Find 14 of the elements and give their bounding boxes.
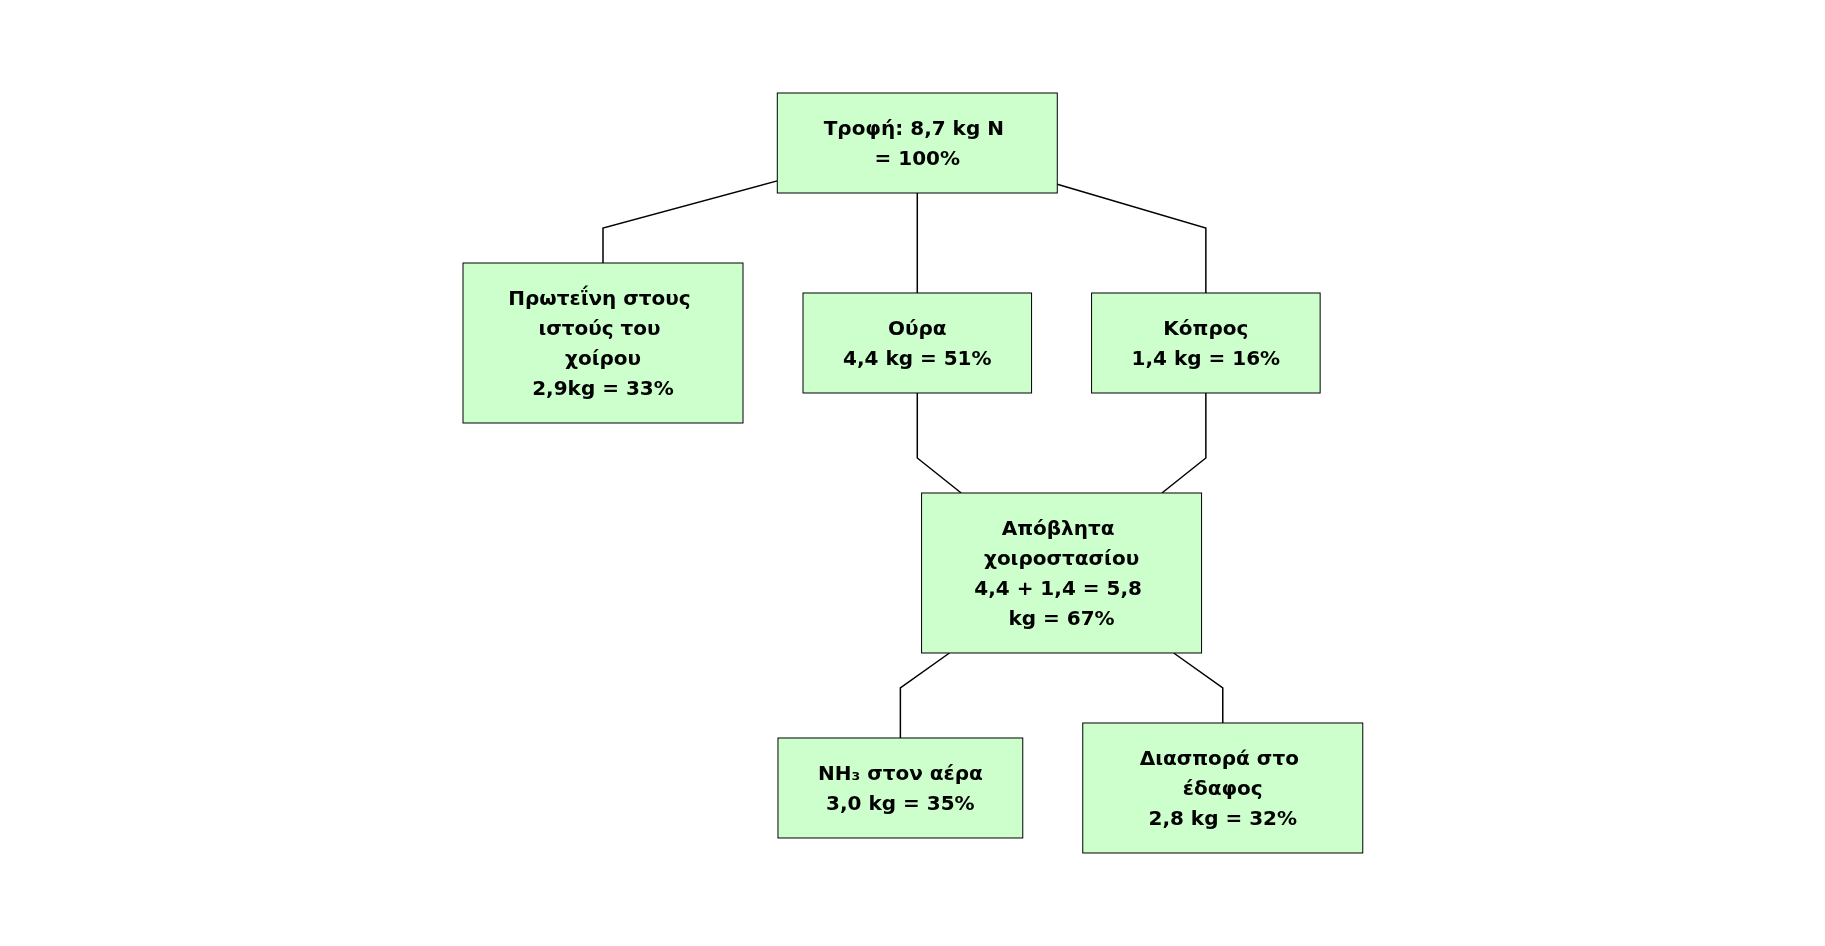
node-box: Κόπρος 1,4 kg = 16% <box>1090 292 1321 394</box>
node-box: Ούρα 4,4 kg = 51% <box>802 292 1032 394</box>
node-box: Διασπορά στο έδαφος 2,8 kg = 32% <box>1081 722 1363 854</box>
node-box: Τροφή: 8,7 kg N = 100% <box>776 92 1058 194</box>
node-box: Απόβλητα χοιροστασίου 4,4 + 1,4 = 5,8 kg = 67% <box>920 492 1202 654</box>
connector <box>916 392 962 494</box>
connector <box>916 192 918 294</box>
node-box: NH₃ στον αέρα 3,0 kg = 35% <box>777 737 1023 839</box>
connector <box>601 180 778 264</box>
connector <box>1056 183 1207 294</box>
connector <box>1172 652 1224 724</box>
connector <box>899 652 950 739</box>
node-box: Πρωτεΐνη στους ιστούς του χοίρου 2,9kg = 33% <box>462 262 744 424</box>
connector <box>1160 392 1207 494</box>
